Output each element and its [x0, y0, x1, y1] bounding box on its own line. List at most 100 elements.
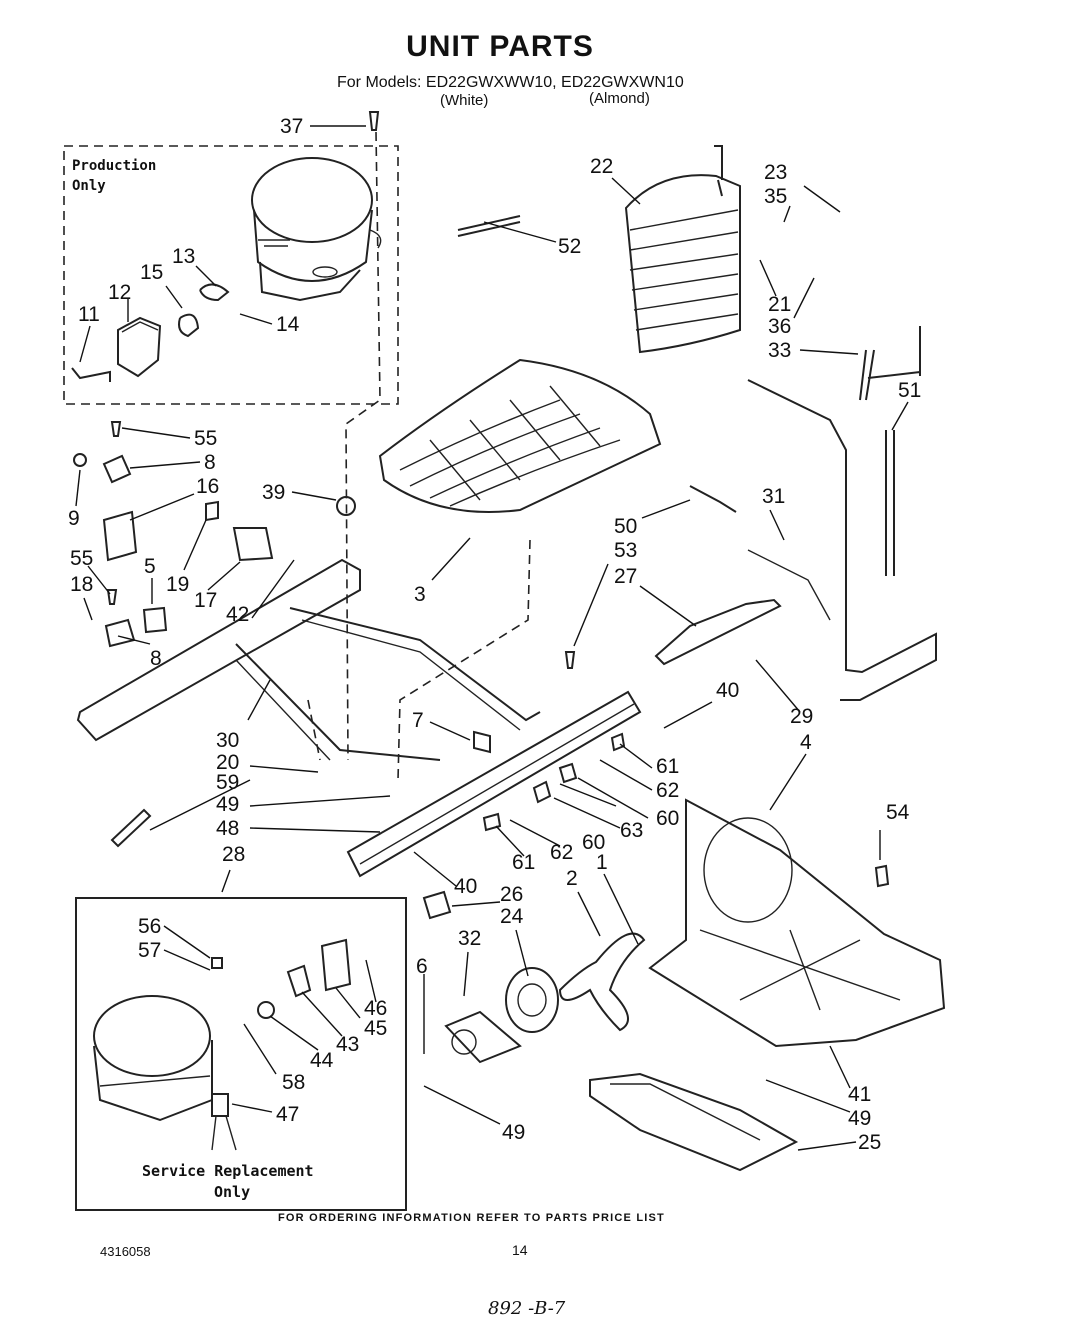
tube-51 — [885, 430, 895, 576]
part-7 — [473, 730, 491, 754]
screw-55-lower — [106, 589, 118, 605]
part-60b — [558, 762, 578, 784]
base-plate-4 — [648, 798, 946, 1048]
part-54 — [874, 864, 890, 888]
callout-61-lower: 61 — [512, 851, 536, 874]
grommet-44 — [257, 1001, 275, 1019]
callout-33: 33 — [768, 339, 792, 362]
callout-42: 42 — [226, 603, 250, 626]
callout-30: 30 — [216, 729, 240, 752]
callout-47: 47 — [276, 1103, 300, 1126]
callout-8-upper: 8 — [204, 451, 216, 474]
callout-4: 4 — [800, 731, 812, 754]
callout-49-bottom: 49 — [502, 1121, 526, 1144]
callout-54: 54 — [886, 801, 910, 824]
part-26 — [422, 890, 452, 920]
part-8 — [102, 454, 132, 484]
callout-12: 12 — [108, 281, 132, 304]
callout-48: 48 — [216, 817, 240, 840]
part-8-lower — [104, 618, 136, 648]
callout-50: 50 — [614, 515, 638, 538]
callout-8-lower: 8 — [150, 647, 162, 670]
callout-61-upper: 61 — [656, 755, 680, 778]
callout-37: 37 — [280, 115, 304, 138]
callout-26: 26 — [500, 883, 524, 906]
callout-58: 58 — [282, 1071, 306, 1094]
callout-59: 59 — [216, 771, 240, 794]
clip-11 — [71, 367, 111, 382]
callout-9: 9 — [68, 507, 80, 530]
nut-56 — [211, 957, 223, 969]
callout-62-lower: 62 — [550, 841, 574, 864]
callout-36: 36 — [768, 315, 792, 338]
callout-49-right: 49 — [848, 1107, 872, 1130]
ordering-note: FOR ORDERING INFORMATION REFER TO PARTS … — [278, 1212, 665, 1224]
overload-15 — [178, 313, 200, 338]
tube-52 — [457, 215, 521, 237]
callout-46: 46 — [364, 997, 388, 1020]
callout-39: 39 — [262, 481, 286, 504]
drier-27 — [654, 598, 782, 666]
screw-53 — [564, 651, 576, 669]
part-61 — [482, 812, 502, 832]
callout-5: 5 — [144, 555, 156, 578]
callout-29: 29 — [790, 705, 814, 728]
bracket-48 — [346, 690, 642, 878]
callout-40-upper: 40 — [716, 679, 740, 702]
tubing-31 — [747, 379, 937, 701]
document-number: 4316058 — [100, 1244, 151, 1259]
callout-2: 2 — [566, 867, 578, 890]
compressor-production-illustration — [251, 157, 382, 302]
production-only-label-line2: Only — [72, 178, 106, 194]
guide-line-left — [345, 131, 381, 761]
almond-color-label: (Almond) — [589, 90, 650, 107]
callout-56: 56 — [138, 915, 162, 938]
callout-53: 53 — [614, 539, 638, 562]
callout-57: 57 — [138, 939, 162, 962]
part-9 — [73, 453, 87, 467]
callout-18: 18 — [70, 573, 94, 596]
callout-62-upper: 62 — [656, 779, 680, 802]
callout-35: 35 — [764, 185, 788, 208]
callout-41: 41 — [848, 1083, 872, 1106]
part-60 — [532, 780, 552, 804]
callout-28: 28 — [222, 843, 246, 866]
part-59 — [110, 808, 152, 848]
callout-43: 43 — [336, 1033, 360, 1056]
capacitor-47 — [211, 1093, 229, 1117]
callout-51: 51 — [898, 379, 922, 402]
tube-33 — [859, 326, 921, 401]
service-replacement-box — [75, 897, 407, 1211]
part-16 — [102, 510, 138, 562]
screw-55 — [110, 421, 122, 437]
frame-rails-30 — [76, 558, 541, 761]
relay-12 — [117, 316, 162, 378]
callout-52: 52 — [558, 235, 582, 258]
production-only-label-line1: Production — [72, 158, 157, 174]
callout-60-left: 60 — [582, 831, 606, 854]
callout-13: 13 — [172, 245, 196, 268]
compressor-service-illustration — [93, 995, 213, 1122]
overload-43 — [286, 964, 312, 998]
callout-19: 19 — [166, 573, 190, 596]
callout-11: 11 — [78, 303, 100, 326]
evaporator-3 — [378, 358, 662, 513]
evaporator-coil-22 — [624, 145, 741, 354]
callout-15: 15 — [140, 261, 164, 284]
hook-50 — [689, 485, 737, 513]
part-17 — [232, 527, 274, 562]
callout-55-upper: 55 — [194, 427, 218, 450]
callout-55-lower: 55 — [70, 547, 94, 570]
callout-44: 44 — [310, 1049, 334, 1072]
page-number: 14 — [512, 1242, 528, 1258]
screw-37 — [368, 111, 380, 131]
callout-45: 45 — [364, 1017, 388, 1040]
callout-22: 22 — [590, 155, 614, 178]
terminal-cover-13 — [199, 283, 230, 302]
callout-32: 32 — [458, 927, 482, 950]
drain-pan-25 — [589, 1072, 799, 1172]
callout-25: 25 — [858, 1131, 882, 1154]
callout-24: 24 — [500, 905, 524, 928]
callout-1: 1 — [596, 851, 608, 874]
